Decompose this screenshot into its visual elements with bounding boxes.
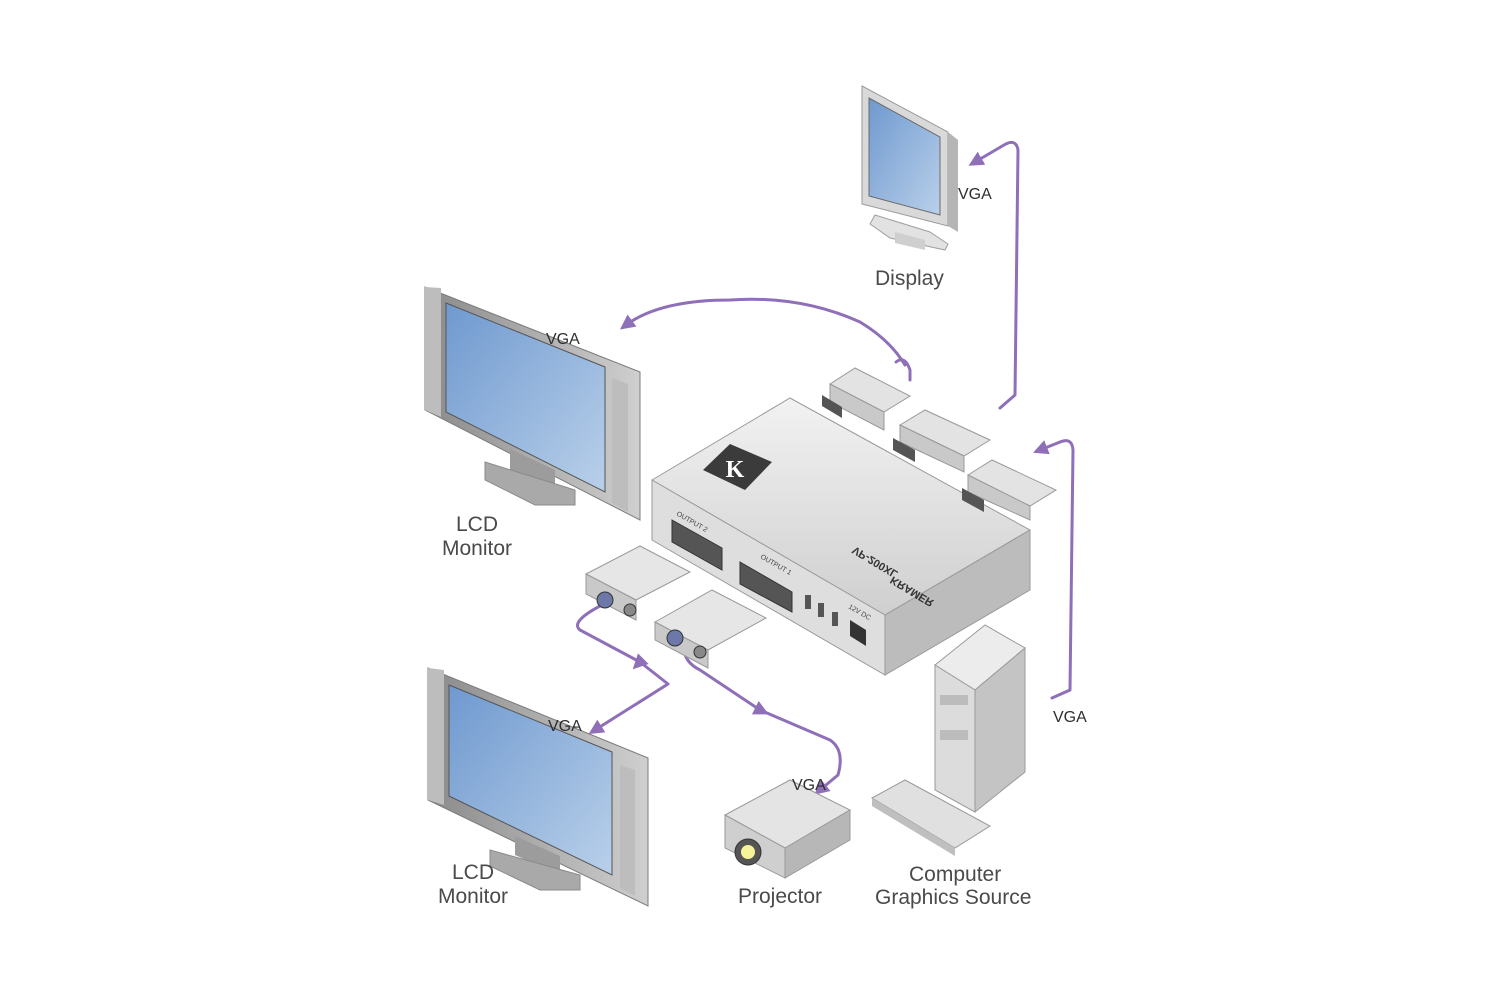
label-lcd-bottom: LCD Monitor bbox=[438, 862, 508, 907]
label-lcd-top: LCD Monitor bbox=[442, 514, 512, 559]
label-display: Display bbox=[875, 267, 944, 290]
lcd-monitor-top bbox=[424, 286, 641, 521]
vga-connectors bbox=[584, 367, 1058, 669]
cable-label-computer: VGA bbox=[1053, 709, 1087, 726]
vga-connector-in-1 bbox=[822, 367, 912, 431]
label-computer-line2: Graphics Source bbox=[875, 886, 1032, 909]
cable-label-display: VGA bbox=[958, 186, 992, 203]
cable-label-projector: VGA bbox=[792, 777, 826, 794]
projector bbox=[723, 779, 852, 879]
label-projector: Projector bbox=[738, 885, 823, 908]
label-lcd-top-line1: LCD bbox=[456, 513, 499, 536]
cable-label-lcd-bottom: VGA bbox=[548, 718, 582, 735]
vga-connector-out-2 bbox=[653, 589, 768, 669]
label-lcd-bottom-line1: LCD bbox=[452, 861, 495, 884]
label-lcd-bottom-line2: Monitor bbox=[438, 885, 509, 908]
vga-connector-in-2 bbox=[893, 409, 992, 473]
vga-connector-in-3 bbox=[962, 459, 1058, 521]
cable-label-lcd-top: VGA bbox=[546, 331, 580, 348]
label-computer: Computer Graphics Source bbox=[875, 864, 1031, 908]
lcd-monitor-bottom bbox=[427, 667, 649, 907]
cable-computer bbox=[1033, 439, 1075, 700]
cable-lcd-bottom bbox=[576, 604, 670, 734]
label-lcd-top-line2: Monitor bbox=[442, 537, 513, 560]
vga-connector-out-1 bbox=[584, 545, 692, 621]
label-computer-line1: Computer bbox=[909, 863, 1002, 886]
device-logo-glyph: K bbox=[726, 457, 745, 483]
cable-display bbox=[968, 140, 1020, 410]
cable-lcd-top bbox=[626, 297, 912, 382]
computer bbox=[870, 624, 1026, 856]
kramer-device: K KRAMER VP-200XL OUTPUT 2 OUTPUT 1 12V … bbox=[651, 397, 1032, 676]
keyboard bbox=[870, 779, 991, 856]
display-monitor bbox=[861, 85, 958, 251]
